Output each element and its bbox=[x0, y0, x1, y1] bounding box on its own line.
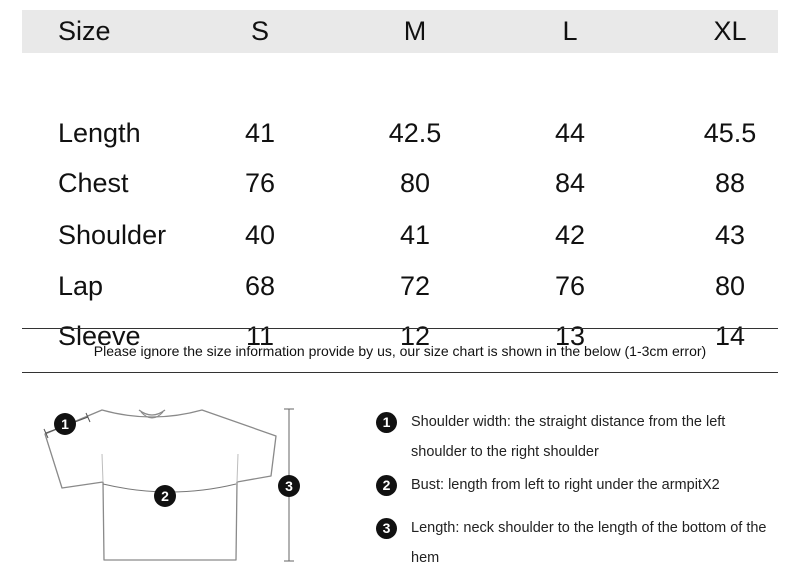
header-size-s: S bbox=[250, 16, 269, 46]
measurement-legend: 1 Shoulder width: the straight distance … bbox=[376, 405, 776, 573]
table-cell: 11 bbox=[245, 321, 275, 351]
legend-item-length: 3 Length: neck shoulder to the length of… bbox=[376, 513, 776, 573]
legend-text: Shoulder width: the straight distance fr… bbox=[411, 414, 726, 460]
table-cell: 72 bbox=[399, 271, 431, 301]
table-cell: 68 bbox=[244, 271, 276, 301]
divider-bottom bbox=[22, 372, 778, 373]
table-cell: 88 bbox=[714, 168, 746, 198]
table-row-sleeve: Sleeve 11 12 13 14 bbox=[22, 316, 778, 356]
legend-number-3: 3 bbox=[376, 518, 397, 539]
table-cell: 41 bbox=[244, 118, 276, 148]
table-cell: 42 bbox=[554, 220, 586, 250]
row-label: Shoulder bbox=[58, 220, 167, 250]
table-cell: 76 bbox=[554, 271, 586, 301]
header-size-m: M bbox=[403, 16, 427, 46]
legend-number-2: 2 bbox=[376, 475, 397, 496]
table-header-row: Size S M L XL bbox=[22, 10, 778, 53]
legend-item-shoulder: 1 Shoulder width: the straight distance … bbox=[376, 407, 776, 467]
size-table: Size S M L XL Length 41 42.5 44 45.5 Che… bbox=[22, 10, 778, 351]
table-cell: 40 bbox=[244, 220, 276, 250]
legend-text: Length: neck shoulder to the length of t… bbox=[411, 520, 767, 566]
diagram-marker-3: 3 bbox=[285, 478, 293, 494]
row-label: Sleeve bbox=[58, 321, 141, 351]
diagram-marker-2: 2 bbox=[161, 488, 169, 504]
row-label: Length bbox=[58, 118, 141, 148]
tshirt-diagram: 1 2 3 bbox=[40, 400, 310, 570]
table-cell: 84 bbox=[554, 168, 586, 198]
table-cell: 14 bbox=[714, 321, 746, 351]
row-label: Chest bbox=[58, 168, 129, 198]
table-cell: 44 bbox=[554, 118, 586, 148]
header-size-l: L bbox=[562, 16, 578, 46]
table-cell: 45.5 bbox=[703, 118, 757, 148]
table-cell: 12 bbox=[399, 321, 431, 351]
tshirt-outline-icon: 1 2 3 bbox=[43, 408, 300, 562]
table-cell: 80 bbox=[714, 271, 746, 301]
table-cell: 42.5 bbox=[388, 118, 442, 148]
divider-top bbox=[22, 328, 778, 329]
header-size-xl: XL bbox=[713, 16, 747, 46]
header-size-label: Size bbox=[58, 16, 111, 46]
size-notice: Please ignore the size information provi… bbox=[93, 343, 707, 359]
table-row-lap: Lap 68 72 76 80 bbox=[22, 266, 778, 306]
table-cell: 76 bbox=[244, 168, 276, 198]
table-row-chest: Chest 76 80 84 88 bbox=[22, 163, 778, 203]
diagram-marker-1: 1 bbox=[61, 416, 69, 432]
legend-number-1: 1 bbox=[376, 412, 397, 433]
table-row-length: Length 41 42.5 44 45.5 bbox=[22, 113, 778, 153]
row-label: Lap bbox=[58, 271, 104, 301]
legend-item-bust: 2 Bust: length from left to right under … bbox=[376, 470, 776, 500]
table-cell: 13 bbox=[554, 321, 586, 351]
legend-text: Bust: length from left to right under th… bbox=[411, 477, 720, 493]
table-row-shoulder: Shoulder 40 41 42 43 bbox=[22, 215, 778, 255]
table-body: Length 41 42.5 44 45.5 Chest 76 80 84 88… bbox=[22, 53, 778, 351]
table-cell: 43 bbox=[714, 220, 746, 250]
table-cell: 41 bbox=[399, 220, 431, 250]
table-cell: 80 bbox=[399, 168, 431, 198]
